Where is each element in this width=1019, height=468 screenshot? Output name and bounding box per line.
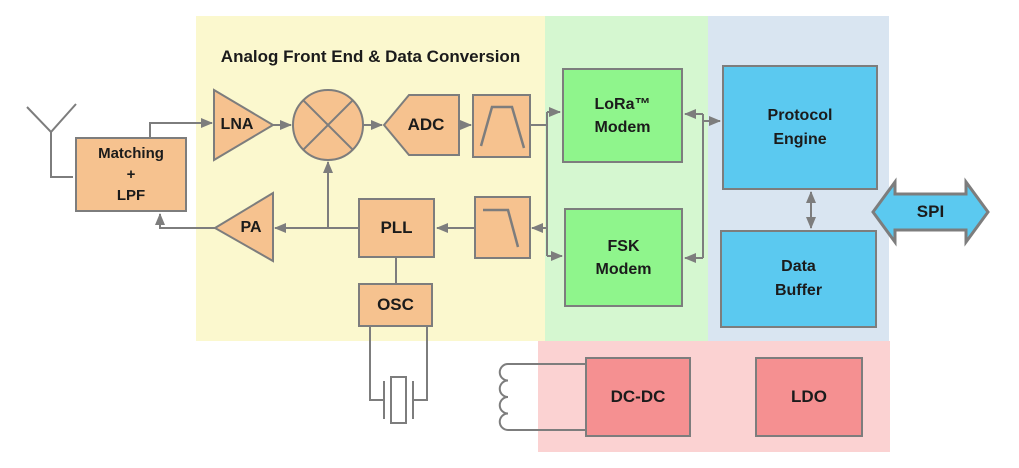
antenna-icon: [26, 103, 77, 178]
spi-bus-label: SPI: [916, 202, 945, 221]
bandpass-filter-icon: [472, 94, 531, 158]
osc-block: OSC: [358, 283, 433, 327]
pa-label: PA: [240, 219, 262, 236]
protocol-engine-block: Protocol Engine: [722, 65, 878, 190]
fsk-modem-block: FSK Modem: [564, 208, 683, 307]
bidirectional-bus-arrow-icon: [871, 177, 990, 247]
data-buffer-block: Data Buffer: [720, 230, 877, 328]
signal-wires: [149, 107, 816, 283]
lora-modem-block: LoRa™ Modem: [562, 68, 683, 163]
inductor-icon: [498, 363, 585, 431]
pa-amplifier-triangle: [213, 191, 274, 263]
matching-lpf-block: Matching + LPF: [75, 137, 187, 212]
pll-block: PLL: [358, 198, 435, 258]
lna-label: LNA: [220, 116, 254, 133]
crystal-resonator-icon: [369, 327, 428, 424]
lna-amplifier-triangle: [213, 88, 275, 162]
mixer-icon: [292, 89, 364, 161]
adc-label: ADC: [407, 115, 445, 134]
lowpass-filter-icon: [474, 196, 531, 259]
adc-block-shape: [382, 94, 460, 156]
ldo-regulator-block: LDO: [755, 357, 863, 437]
afe-region-title: Analog Front End & Data Conversion: [220, 47, 521, 66]
dcdc-converter-block: DC-DC: [585, 357, 691, 437]
